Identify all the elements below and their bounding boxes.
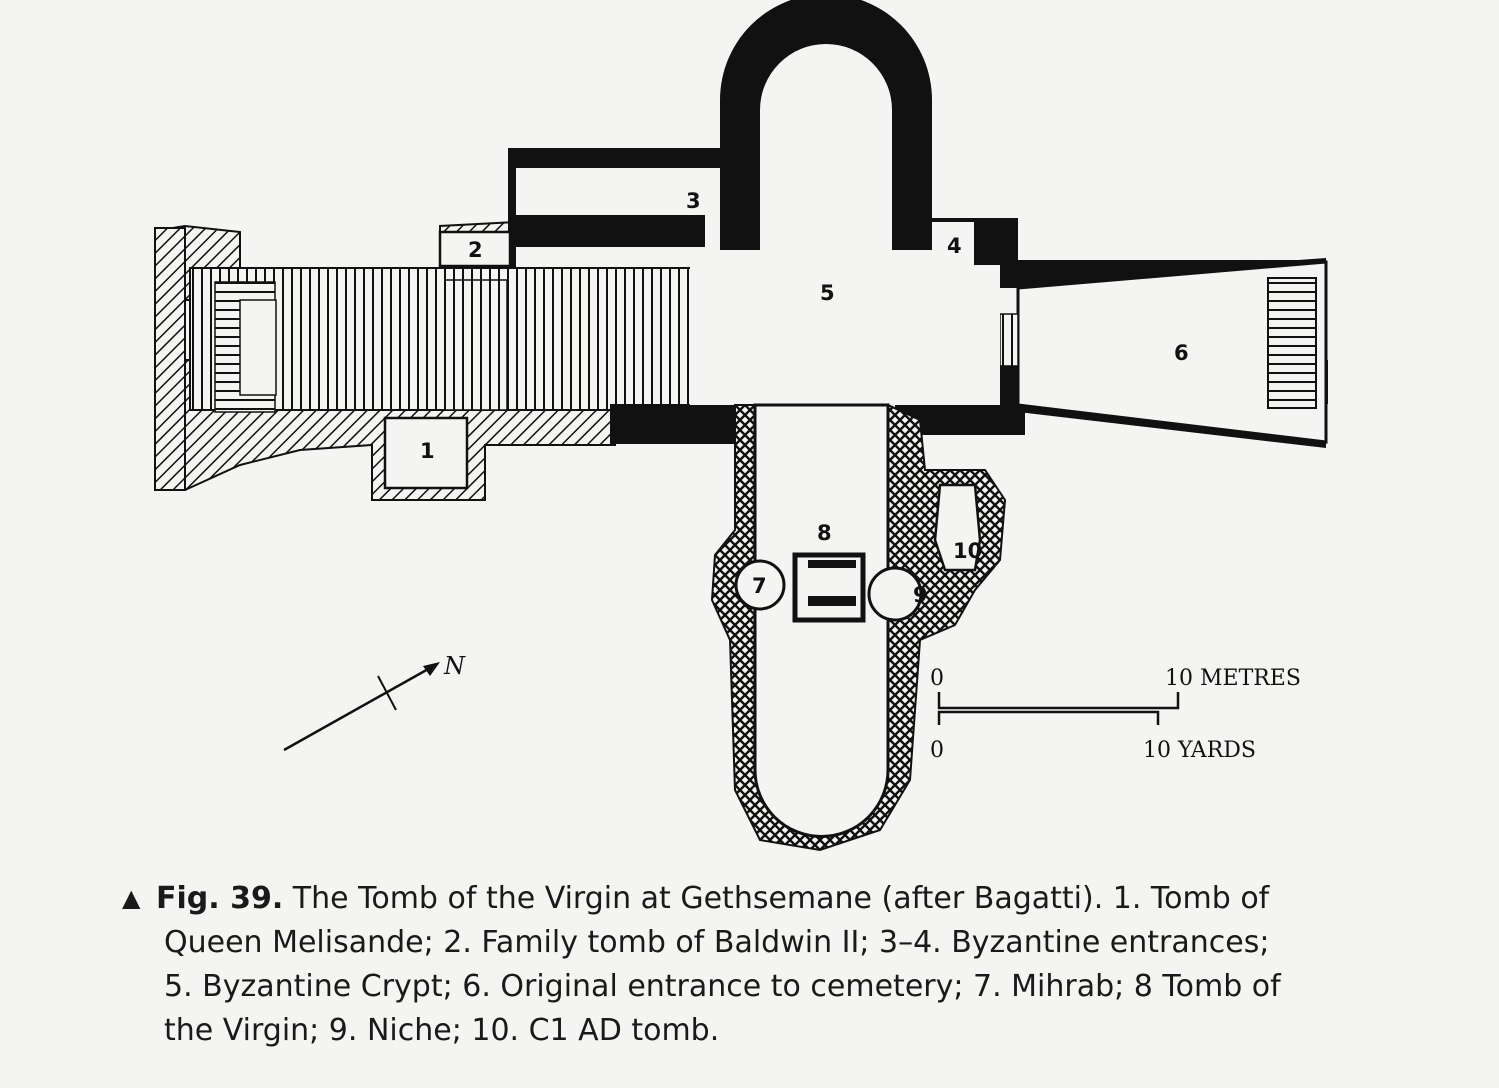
caption-line-3: 5. Byzantine Crypt; 6. Original entrance…	[164, 969, 1281, 1004]
baldwin-tomb	[438, 230, 512, 268]
scale-yards-label: 10 YARDS	[1143, 738, 1256, 763]
figure-number: Fig. 39.	[156, 881, 284, 916]
scale-metres-zero: 0	[930, 666, 944, 691]
label-6: 6	[1174, 341, 1189, 365]
label-10: 10	[953, 539, 982, 563]
label-8: 8	[817, 521, 832, 545]
floor-plan: 1 2 3 4 5 6 7 8 9 10 N 0 10 METRES 0 10 …	[154, 0, 1328, 852]
south-rock	[710, 403, 1007, 852]
staircase	[189, 267, 701, 413]
cemetery-entrance	[999, 258, 1328, 448]
label-9: 9	[913, 583, 928, 607]
triangle-marker-icon: ▲	[122, 884, 141, 912]
crypt-hall	[690, 110, 1000, 410]
scale-yards-zero: 0	[930, 738, 944, 763]
scale-metres-label: 10 METRES	[1165, 666, 1301, 691]
caption-text-1: The Tomb of the Virgin at Gethsemane (af…	[292, 881, 1270, 916]
melisande-tomb	[383, 416, 469, 490]
label-1: 1	[420, 439, 435, 463]
caption-line-1: ▲ Fig. 39. The Tomb of the Virgin at Geth…	[122, 876, 1382, 921]
figure-caption: ▲ Fig. 39. The Tomb of the Virgin at Geth…	[122, 876, 1382, 1053]
caption-line-4: the Virgin; 9. Niche; 10. C1 AD tomb.	[164, 1013, 720, 1048]
virgin-tomb	[792, 552, 866, 623]
scale-bar: 0 10 METRES 0 10 YARDS	[930, 666, 1301, 763]
north-arrow: N	[283, 652, 466, 752]
label-3: 3	[686, 189, 701, 213]
north-label: N	[443, 652, 466, 680]
label-7: 7	[752, 574, 767, 598]
label-4: 4	[947, 234, 962, 258]
label-2: 2	[468, 238, 483, 262]
caption-line-2: Queen Melisande; 2. Family tomb of Baldw…	[164, 925, 1270, 960]
room-labels: 1 2 3 4 5 6 7 8 9 10	[420, 189, 1189, 607]
label-5: 5	[820, 281, 835, 305]
